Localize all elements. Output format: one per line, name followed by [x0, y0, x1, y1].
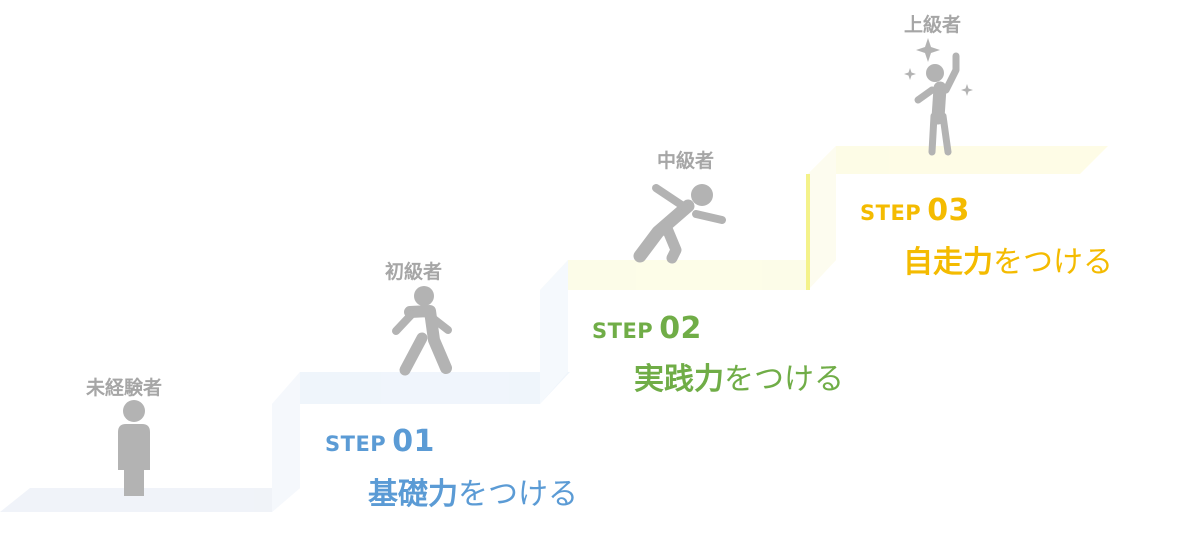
step1-plane [272, 372, 570, 404]
walking-person-icon [392, 286, 452, 376]
level-label-intermediate: 中級者 [657, 150, 715, 172]
stair-planes [0, 146, 1108, 512]
cheering-person-icon [914, 52, 960, 156]
running-person-icon [633, 184, 726, 264]
level-label-advanced: 上級者 [904, 14, 962, 36]
step-02-skill-rest: をつける [724, 362, 844, 397]
sparkle-icon [904, 38, 973, 96]
step-02-number: 02 [659, 311, 702, 346]
step-03-skill: 自走力をつける [903, 237, 1113, 281]
stair-outline [0, 172, 1078, 516]
step-02-word: STEP [592, 319, 654, 343]
step-03-word: STEP [860, 201, 922, 225]
step-02-skill-strong: 実践力 [634, 362, 724, 397]
step-01-skill-rest: をつける [458, 477, 578, 512]
ground-plane [0, 488, 300, 512]
level-label-beginner-none: 未経験者 [86, 377, 163, 399]
step-01-skill-strong: 基礎力 [368, 477, 458, 512]
step-02-skill: 実践力をつける [634, 354, 844, 398]
step3-plane [808, 146, 1108, 174]
step-01-skill: 基礎力をつける [368, 469, 578, 513]
standing-person-icon [118, 400, 150, 496]
step-03-skill-strong: 自走力 [903, 245, 993, 280]
step2-plane [540, 260, 836, 290]
step1-side-plane [272, 372, 300, 512]
step-03-number: 03 [927, 193, 970, 228]
step-01-word: STEP [325, 432, 387, 456]
step3-side-plane [808, 146, 836, 290]
step2-side-plane [540, 260, 568, 404]
step-01-number: 01 [392, 424, 435, 459]
level-label-beginner: 初級者 [385, 261, 443, 283]
step-03-skill-rest: をつける [993, 245, 1113, 280]
